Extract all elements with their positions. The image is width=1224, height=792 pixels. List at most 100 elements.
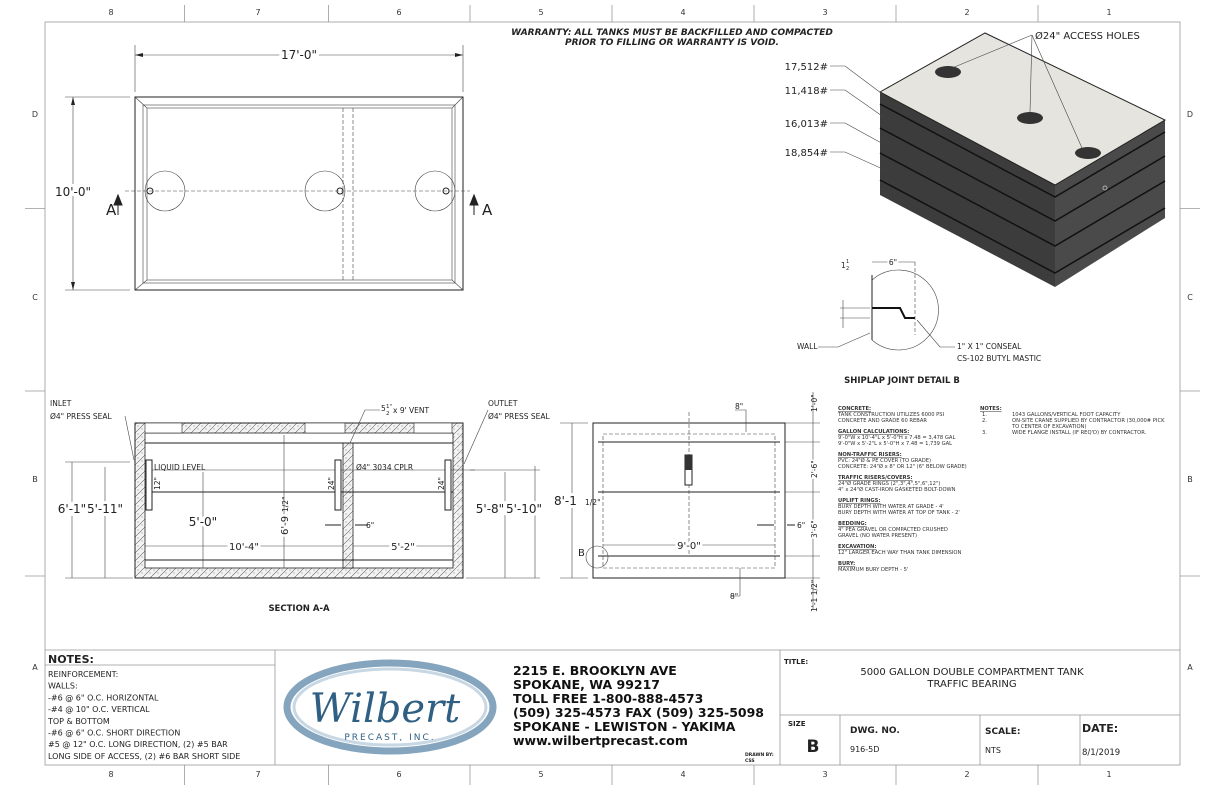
seal-label-1: 1" X 1" CONSEAL <box>957 342 1022 351</box>
dwg-no-label: DWG. NO. <box>850 726 900 736</box>
liquid-level-label: LIQUID LEVEL <box>154 463 206 472</box>
drawn-by-value: CSS <box>745 758 755 764</box>
zone-column-label: 5 <box>538 8 543 17</box>
spec-note-line: 1043 GALLONS/VERTICAL FOOT CAPACITY <box>1012 412 1121 418</box>
inside-height-frac: 1/2" <box>281 496 290 512</box>
wilbert-logo: Wilbert PRECAST, INC. <box>283 659 497 755</box>
spec-line: TANK CONSTRUCTION UTILIZES 6000 PSI <box>837 412 945 418</box>
warranty-line-2: PRIOR TO FILLING OR WARRANTY IS VOID. <box>565 38 779 48</box>
zone-column-label: 1 <box>1106 8 1111 17</box>
title-label: TITLE: <box>784 658 808 666</box>
plan-width-dim: 10'-0" <box>55 185 91 199</box>
vent-den: 2 <box>386 411 390 417</box>
zone-column-label: 3 <box>822 770 827 779</box>
shiplap-height-den: 2 <box>846 266 849 272</box>
tank-end-face <box>1055 120 1165 287</box>
address-line: SPOKANE, WA 99217 <box>513 677 660 692</box>
spec-note-line: ON-SITE CRANE SUPPLIED BY CONTRACTOR (30… <box>1012 418 1165 424</box>
spec-line: 24"Ø GRADE RINGS (2",3",4",5",6",12") <box>838 480 940 487</box>
iso-access-hole-1 <box>935 66 961 78</box>
tank-side-face <box>880 92 1055 287</box>
spec-heading: NON-TRAFFIC RISERS: <box>838 452 902 458</box>
zone-column-label: 2 <box>964 770 969 779</box>
isometric-view: Ø24" ACCESS HOLES 17,512# 11,418# 16,013… <box>785 30 1167 287</box>
end-section-view: 9'-0" 8" 8" 6" B 8'-1 1/2" 1'-0" 2'-6" 3… <box>551 392 821 612</box>
zone-row-label: C <box>1187 293 1193 302</box>
spec-note-line: WIDE FLANGE INSTALL (IF REQ'D) BY CONTRA… <box>1012 430 1147 436</box>
zone-column-label: 2 <box>964 8 969 17</box>
shiplap-height-num: 1 <box>846 259 849 265</box>
address-line[interactable]: www.wilbertprecast.com <box>513 733 688 748</box>
access-hole-2 <box>304 170 346 212</box>
spec-line: GRAVEL (NO WATER PRESENT) <box>838 533 917 539</box>
drawn-by-label: DRAWN BY: <box>745 752 774 758</box>
address-line: SPOKANE - LEWISTON - YAKIMA <box>513 719 736 734</box>
logo-subtitle: PRECAST, INC. <box>344 733 435 743</box>
end-seg-4: 1'-1 1/2" <box>810 580 819 612</box>
spec-heading: BURY: <box>838 561 855 567</box>
seal-label-2: CS-102 BUTYL MASTIC <box>957 354 1041 363</box>
address-line: TOLL FREE 1-800-888-4573 <box>513 691 703 706</box>
spec-heading: UPLIFT RINGS: <box>838 498 880 504</box>
inside-height-dim: 6'-9 <box>280 516 291 535</box>
top-offset-dim: 8" <box>735 402 743 411</box>
zone-column-label: 6 <box>396 770 401 779</box>
baffle3-dim: 24" <box>437 477 446 490</box>
section-a-a: LIQUID LEVEL Ø4" 3034 CPLR INLET Ø4" PRE… <box>50 399 551 614</box>
warranty-line-1: WARRANTY: ALL TANKS MUST BE BACKFILLED A… <box>511 28 833 38</box>
reinforcement-note-line: -#4 @ 10" O.C. VERTICAL <box>48 705 150 714</box>
end-overall-height-frac: 1/2" <box>585 498 601 507</box>
spec-line: CONCRETE AND GRADE 60 REBAR <box>838 418 927 424</box>
end-overall-height: 8'-1 <box>554 494 577 508</box>
spec-line: BURY DEPTH WITH WATER AT TOP OF TANK - 2… <box>838 510 960 516</box>
zone-column-label: 1 <box>1106 770 1111 779</box>
spec-heading: TRAFFIC RISERS/COVERS: <box>838 475 912 481</box>
zone-column-label: 7 <box>255 8 260 17</box>
spec-line: CONCRETE: 24"Ø x 8" OR 12" (6" BELOW GRA… <box>838 463 967 470</box>
vent-num: 1" <box>386 404 392 410</box>
inside-width-dim: 9'-0" <box>677 541 701 552</box>
spec-note-number: 3. <box>982 430 987 436</box>
reinforcement-note-line: TOP & BOTTOM <box>47 717 110 726</box>
weight-2: 11,418# <box>785 86 828 97</box>
outlet-liquid-dim: 5'-10" <box>506 502 542 516</box>
spec-note-line: TO CENTER OF EXCAVATION) <box>1011 424 1086 430</box>
outlet-label-2: Ø4" PRESS SEAL <box>488 412 551 421</box>
spec-note-number: 2. <box>982 418 987 424</box>
reinforcement-note-line: WALLS: <box>48 682 78 691</box>
spec-note-number: 1. <box>982 412 987 418</box>
notes-title: NOTES: <box>48 653 94 666</box>
access-hole-1 <box>144 170 186 212</box>
section-marker-left: A <box>106 201 117 219</box>
spec-heading: GALLON CALCULATIONS: <box>838 429 909 435</box>
section-marker-right: A <box>482 201 493 219</box>
wall-label: WALL <box>797 342 818 351</box>
size-value: B <box>807 737 820 757</box>
zone-row-label: C <box>32 293 38 302</box>
plan-length-dim: 17'-0" <box>281 48 317 62</box>
shiplap-width-dim: 6" <box>889 258 897 267</box>
outlet-label-1: OUTLET <box>488 399 518 408</box>
liquid-height-dim: 5'-11" <box>87 502 123 516</box>
access-holes-label: Ø24" ACCESS HOLES <box>1035 30 1140 42</box>
zone-column-label: 4 <box>680 770 685 779</box>
drawing-title-2: TRAFFIC BEARING <box>926 679 1016 690</box>
end-wall-dim: 6" <box>797 521 805 530</box>
inlet-label-1: INLET <box>50 399 72 408</box>
outlet-height-dim: 5'-8" <box>476 502 504 516</box>
vent-whole: 5 <box>381 404 386 413</box>
spec-line: 12" LARGER EACH WAY THAN TANK DIMENSION <box>838 550 962 556</box>
logo-wordmark: Wilbert <box>310 686 461 732</box>
coupler-label: Ø4" 3034 CPLR <box>356 463 413 472</box>
spec-notes-heading: NOTES: <box>980 406 1002 412</box>
spec-line: 9'-0"W x 10'-4"L x 5'-0"H x 7.48 = 3,478… <box>838 435 955 441</box>
spec-line: PVC: 24"Ø & PE COVER (TO GRADE) <box>838 457 931 464</box>
section-a-a-title: SECTION A-A <box>268 604 330 614</box>
address-line: 2215 E. BROOKLYN AVE <box>513 663 677 678</box>
reinforcement-note-line: LONG SIDE OF ACCESS, (2) #6 BAR SHORT SI… <box>48 752 240 761</box>
dwg-no-value: 916-5D <box>850 745 879 754</box>
spec-line: 4" PEA GRAVEL OR COMPACTED CRUSHED <box>838 527 948 533</box>
